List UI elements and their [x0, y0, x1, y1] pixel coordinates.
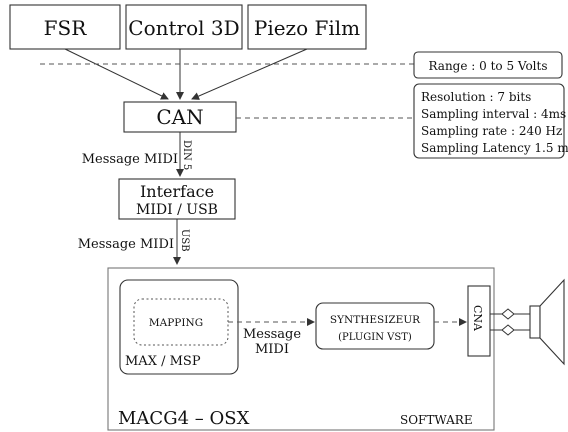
piezo-film-label: Piezo Film — [254, 16, 360, 40]
midi-message-line2: MIDI — [255, 342, 289, 357]
max-msp-box: MAPPING MAX / MSP — [119, 279, 239, 375]
software-label: SOFTWARE — [400, 413, 473, 427]
piezo-film-box: Piezo Film — [247, 4, 367, 50]
control-3d-label: Control 3D — [128, 16, 239, 40]
fsr-label: FSR — [44, 16, 88, 40]
fsr-box: FSR — [9, 4, 121, 50]
synth-line1: SYNTHESIZEUR — [330, 314, 421, 326]
speaker-icon — [529, 278, 565, 366]
spec-sampling-latency: Sampling Latency 1.5 ms — [421, 141, 568, 155]
range-note-text: Range : 0 to 5 Volts — [428, 59, 547, 73]
synth-line2: (PLUGIN VST) — [338, 332, 412, 343]
mapping-label: MAPPING — [149, 317, 203, 329]
synthesizer-box: SYNTHESIZEUR (PLUGIN VST) — [315, 302, 435, 350]
cna-label: CNA — [471, 305, 484, 332]
audio-connector-icon — [490, 308, 530, 336]
platform-label: MACG4 – OSX — [118, 408, 250, 429]
interface-line1: Interface — [140, 182, 214, 201]
spec-sampling-rate: Sampling rate : 240 Hz — [421, 124, 562, 138]
link1-bus-label: DIN 5 — [181, 140, 192, 170]
link2-bus-label: USB — [179, 229, 190, 252]
range-note: Range : 0 to 5 Volts — [413, 51, 563, 79]
fsr-to-can-arrow — [64, 48, 169, 100]
midi-message-line1: Message — [243, 327, 301, 342]
max-msp-label: MAX / MSP — [125, 354, 201, 369]
link2-message-label: Message MIDI — [78, 237, 174, 252]
piezo-to-can-arrow — [191, 48, 308, 100]
can-box: CAN — [123, 101, 237, 133]
interface-box: Interface MIDI / USB — [118, 178, 236, 220]
link1-message-label: Message MIDI — [82, 152, 178, 167]
cna-box: CNA — [467, 285, 491, 357]
control-3d-box: Control 3D — [125, 4, 243, 50]
interface-line2: MIDI / USB — [136, 202, 218, 218]
spec-resolution: Resolution : 7 bits — [421, 90, 531, 104]
specs-note: Resolution : 7 bits Sampling interval : … — [413, 83, 568, 159]
can-label: CAN — [156, 105, 203, 129]
spec-sampling-interval: Sampling interval : 4ms — [421, 107, 566, 121]
